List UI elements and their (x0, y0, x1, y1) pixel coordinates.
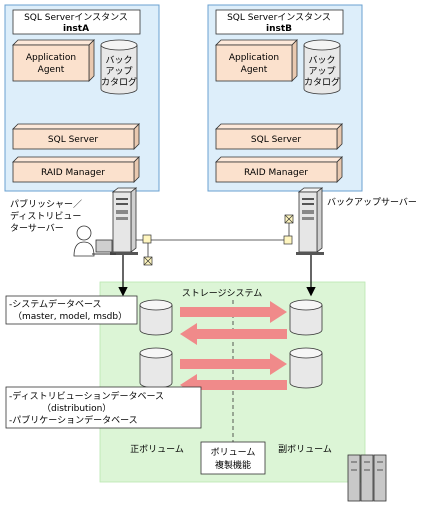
svg-text:RAID Manager: RAID Manager (244, 168, 308, 178)
publisher-server-icon (110, 187, 138, 255)
svg-text:バック: バック (105, 55, 132, 66)
instance-b-sql-server: SQL Server (215, 123, 343, 150)
network-connection (136, 214, 294, 266)
instance-a-title-box (12, 9, 141, 35)
publisher-label-line3: ターサーバー (10, 223, 64, 234)
instance-a-application-agent: Application Agent (12, 39, 95, 82)
instance-b-name: instB (266, 24, 292, 34)
instance-b-raid-manager: RAID Manager (215, 156, 343, 183)
primary-system-db-disk-icon (139, 299, 173, 336)
instance-b-title: SQL Serverインスタンス (227, 12, 331, 23)
storage-system-title: ストレージシステム (182, 288, 263, 299)
user-icon (73, 225, 116, 257)
instance-b-application-agent: Application Agent (215, 39, 298, 82)
replication-label-line2: 複製機能 (215, 459, 251, 471)
publisher-label-line1: パブリッシャー／ (10, 198, 82, 210)
sql-instance-b: SQL Serverインスタンス instB Application Agent… (207, 4, 363, 192)
secondary-volume-label: 副ボリューム (278, 444, 332, 455)
instance-b-title-box (215, 9, 344, 35)
svg-text:カタログ: カタログ (101, 76, 137, 88)
system-db-label-line1: -システムデータベース (9, 298, 102, 310)
svg-text:カタログ: カタログ (304, 76, 340, 88)
instance-a-sql-server: SQL Server (12, 123, 140, 150)
svg-text:バック: バック (308, 55, 335, 66)
svg-text:RAID Manager: RAID Manager (41, 168, 105, 178)
svg-text:Agent: Agent (241, 65, 268, 75)
replication-arrow-right-1 (180, 301, 287, 323)
sql-instance-a: SQL Serverインスタンス instA Application Agent… (4, 4, 160, 192)
svg-text:SQL Server: SQL Server (251, 135, 301, 145)
svg-text:アップ: アップ (308, 66, 335, 77)
instance-a-name: instA (63, 24, 89, 34)
svg-text:Application: Application (26, 53, 76, 63)
backup-server-label: バックアップサーバー (327, 197, 417, 208)
dist-db-label-box: -ディストリビューションデータベース （distribution） -パブリケー… (5, 386, 202, 429)
replication-label-line1: ボリューム (211, 447, 256, 458)
dist-db-label-line2: （distribution） (42, 403, 111, 414)
backup-server-icon (296, 187, 324, 255)
replication-arrow-left-1 (180, 323, 287, 345)
svg-text:Application: Application (229, 53, 279, 63)
svg-text:SQL Server: SQL Server (48, 135, 98, 145)
system-db-label-box: -システムデータベース （master, model, msdb） (5, 295, 138, 325)
instance-a-backup-catalog-disk-icon: バック アップ カタログ (100, 39, 138, 95)
publisher-label-line2: ディストリビュー (10, 210, 81, 222)
instance-b-backup-catalog-disk-icon: バック アップ カタログ (303, 39, 341, 95)
instance-a-raid-manager: RAID Manager (12, 156, 140, 183)
storage-cabinet-icon (347, 454, 387, 502)
dist-db-label-line3: -パブリケーションデータベース (9, 414, 138, 426)
instance-a-title: SQL Serverインスタンス (24, 12, 128, 23)
svg-text:アップ: アップ (105, 66, 132, 77)
secondary-dist-db-disk-icon (289, 347, 323, 389)
system-db-label-line2: （master, model, msdb） (13, 311, 127, 322)
svg-text:Agent: Agent (38, 65, 65, 75)
primary-volume-label: 正ボリューム (130, 444, 184, 455)
primary-dist-db-disk-icon (139, 347, 173, 389)
replication-arrow-left-2 (180, 374, 287, 396)
volume-replication-box: ボリューム 複製機能 (200, 441, 266, 475)
replication-arrow-right-2 (180, 353, 287, 375)
secondary-system-db-disk-icon (289, 299, 323, 336)
dist-db-label-line1: -ディストリビューションデータベース (9, 390, 164, 402)
